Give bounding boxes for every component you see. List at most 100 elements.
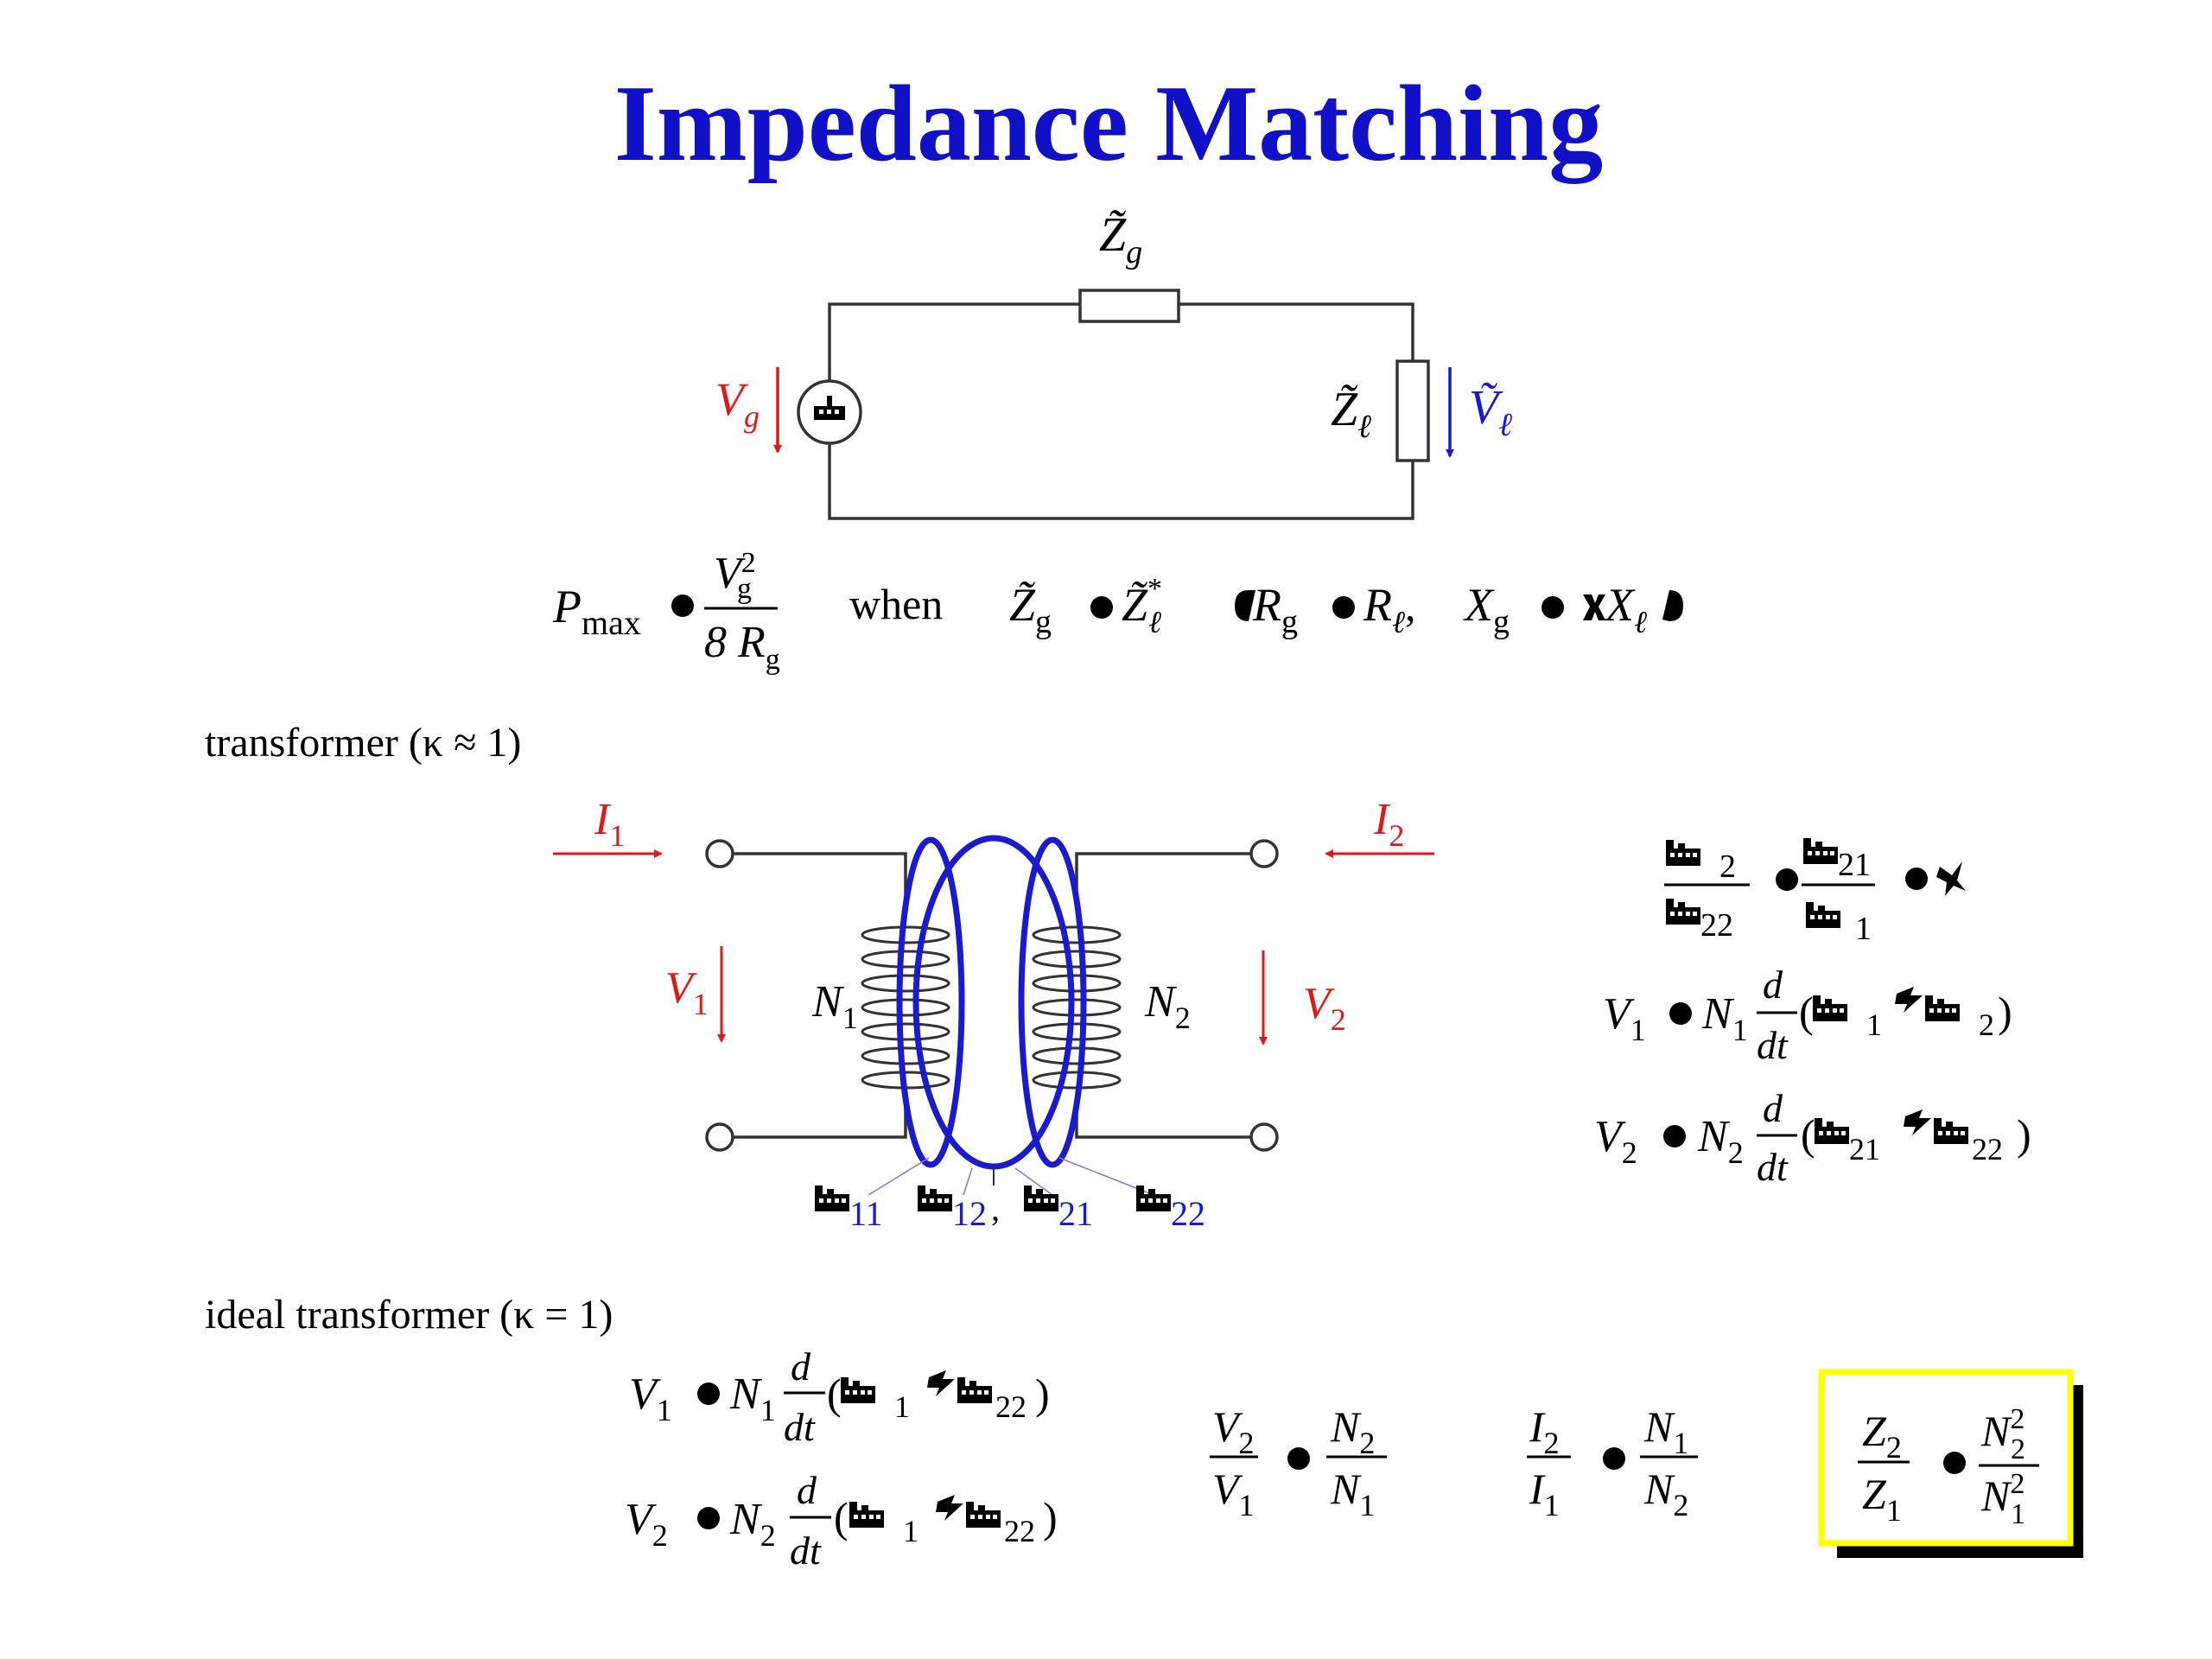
circuit-wire-top-left bbox=[828, 302, 1080, 381]
svg-text:22: 22 bbox=[1171, 1194, 1205, 1233]
primary-terminal-bottom bbox=[705, 1122, 734, 1152]
when-label: when bbox=[849, 580, 943, 628]
primary-turns-label: N1 bbox=[811, 977, 858, 1035]
svg-text:1: 1 bbox=[1855, 911, 1872, 947]
minus-sign-icon bbox=[927, 1370, 955, 1396]
svg-text:Z1: Z1 bbox=[1862, 1470, 1902, 1528]
ideal-eq-v2: V2 N2 d dt ( 1 22 ) bbox=[625, 1468, 1058, 1573]
svg-text:(: ( bbox=[1801, 1110, 1815, 1159]
condition-rg: Rg bbox=[1252, 579, 1298, 640]
transformer-heading: transformer (κ ≈ 1) bbox=[205, 720, 521, 766]
svg-text:21: 21 bbox=[1058, 1194, 1093, 1233]
max-power-equation: Pmax V2 g 8 Rg when Z̃g Z̃*ℓ Rg Rℓ, Xg bbox=[552, 547, 1683, 676]
source-voltage-label: Vg bbox=[715, 373, 760, 434]
svg-text:N1: N1 bbox=[1643, 1402, 1688, 1460]
svg-text:Z2: Z2 bbox=[1862, 1407, 1902, 1465]
equals-bullet bbox=[1090, 596, 1113, 619]
circuit-wire-bottom bbox=[828, 443, 1414, 520]
svg-text:2: 2 bbox=[2011, 1433, 2025, 1465]
condition-zg: Z̃g bbox=[1009, 579, 1052, 640]
ideal-eq-v1: V1 N1 d dt ( 1 22 ) bbox=[629, 1344, 1050, 1449]
current-ratio-equation: I2 I1 N1 N2 bbox=[1527, 1402, 1698, 1522]
primary-voltage-label: V1 bbox=[665, 963, 709, 1021]
svg-text:d: d bbox=[1763, 1086, 1783, 1130]
primary-current-label: I1 bbox=[594, 795, 625, 853]
left-brace-icon bbox=[1235, 590, 1255, 621]
condition-xg: Xg bbox=[1463, 579, 1510, 640]
svg-text:22: 22 bbox=[1700, 907, 1733, 944]
svg-text:N1: N1 bbox=[1701, 989, 1748, 1047]
svg-text:dt: dt bbox=[784, 1405, 816, 1449]
primary-terminal-top bbox=[705, 839, 734, 868]
kappa-icon bbox=[1936, 861, 1966, 896]
svg-text:d: d bbox=[797, 1468, 817, 1512]
impedance-ratio-box: Z2 Z1 N2 2 N2 1 bbox=[1818, 1369, 2083, 1558]
coupling-ratio-equation: 2 22 21 1 bbox=[1664, 838, 1966, 947]
svg-text:12: 12 bbox=[952, 1194, 987, 1233]
svg-text:V1: V1 bbox=[1212, 1465, 1255, 1522]
svg-text:21: 21 bbox=[1849, 1132, 1880, 1166]
svg-text:dt: dt bbox=[1757, 1145, 1789, 1189]
pmax-label: Pmax bbox=[552, 581, 641, 642]
svg-text:I2: I2 bbox=[1529, 1402, 1560, 1460]
condition-xl: Xℓ bbox=[1604, 579, 1647, 639]
flux-label-22: 22 bbox=[1136, 1185, 1205, 1233]
secondary-terminal-bottom bbox=[1249, 1122, 1279, 1152]
transformer-diagram: 11 12 , 21 22 I1 I2 V1 bbox=[553, 795, 1434, 1233]
svg-text:22: 22 bbox=[1004, 1514, 1035, 1548]
svg-text:N2: N2 bbox=[1697, 1112, 1744, 1170]
generator-impedance-label: Z̃g bbox=[1099, 208, 1142, 270]
svg-text:V1: V1 bbox=[1603, 989, 1646, 1047]
svg-text:2: 2 bbox=[1719, 849, 1736, 885]
voltage-ratio-equation: V2 V1 N2 N1 bbox=[1210, 1402, 1387, 1522]
svg-text:22: 22 bbox=[995, 1389, 1027, 1424]
transformer-eq-v1: V1 N1 d dt ( 1 2 ) bbox=[1603, 963, 2012, 1067]
secondary-current-label: I2 bbox=[1373, 795, 1404, 853]
svg-text:1: 1 bbox=[2011, 1498, 2025, 1530]
svg-text:): ) bbox=[1043, 1493, 1058, 1541]
svg-text:N2: N2 bbox=[1980, 1468, 2024, 1520]
svg-text:11: 11 bbox=[849, 1194, 883, 1233]
condition-zl-conj: Z̃*ℓ bbox=[1122, 573, 1162, 639]
secondary-wire-bottom bbox=[1075, 1097, 1251, 1139]
source-circuit: Z̃g Vg Z̃ℓ Ṽℓ bbox=[715, 208, 1512, 520]
svg-text:d: d bbox=[1763, 963, 1783, 1007]
svg-text:): ) bbox=[1998, 988, 2012, 1036]
flux-label-12: 12 , bbox=[918, 1185, 1000, 1233]
condition-rl: Rℓ, bbox=[1363, 579, 1416, 639]
load-impedance-resistor bbox=[1395, 359, 1430, 462]
svg-text:(: ( bbox=[1799, 988, 1814, 1036]
secondary-terminal-top bbox=[1249, 839, 1279, 868]
minus-sign-icon bbox=[1583, 594, 1605, 620]
page-title: Impedance Matching bbox=[614, 64, 1603, 184]
svg-text:N2: N2 bbox=[1643, 1465, 1688, 1522]
right-brace-icon bbox=[1662, 590, 1683, 621]
svg-text:N2: N2 bbox=[1980, 1403, 2024, 1455]
minus-sign-icon bbox=[1904, 1109, 1931, 1135]
pmax-numerator-sub: g bbox=[737, 573, 752, 605]
equals-bullet bbox=[1332, 596, 1355, 619]
generator-impedance-resistor bbox=[1078, 289, 1180, 323]
minus-sign-icon bbox=[936, 1495, 963, 1521]
secondary-turns-label: N2 bbox=[1144, 977, 1191, 1035]
svg-text:,: , bbox=[991, 1189, 1000, 1228]
svg-text:V2: V2 bbox=[625, 1495, 668, 1553]
flux-label-21: 21 bbox=[1024, 1185, 1093, 1233]
svg-text:1: 1 bbox=[894, 1389, 910, 1424]
svg-text:N1: N1 bbox=[729, 1370, 776, 1427]
ideal-transformer-heading: ideal transformer (κ = 1) bbox=[205, 1292, 613, 1338]
minus-sign-icon bbox=[1895, 987, 1923, 1013]
svg-text:22: 22 bbox=[1972, 1132, 2003, 1166]
svg-text:2: 2 bbox=[1979, 1007, 1994, 1042]
circuit-wire-top-right bbox=[1179, 302, 1414, 361]
svg-text:(: ( bbox=[827, 1370, 842, 1418]
flux-loops bbox=[896, 835, 1087, 1170]
svg-text:dt: dt bbox=[1757, 1023, 1789, 1067]
pmax-denominator: 8 Rg bbox=[704, 618, 780, 676]
primary-coil bbox=[861, 925, 950, 1090]
equals-bullet bbox=[1541, 596, 1564, 619]
svg-text:1: 1 bbox=[1866, 1007, 1882, 1042]
svg-text:): ) bbox=[1035, 1370, 1050, 1418]
svg-text:N2: N2 bbox=[729, 1495, 776, 1553]
svg-text:): ) bbox=[2017, 1110, 2031, 1159]
